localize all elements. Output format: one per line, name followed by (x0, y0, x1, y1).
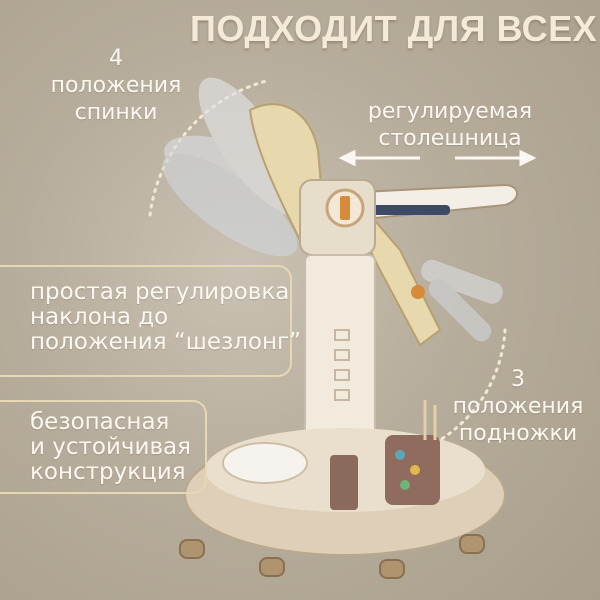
stable-line-1: безопасная (30, 409, 170, 435)
base-panel (330, 455, 358, 510)
stable-frame (0, 400, 207, 494)
table-line-2: столешница (378, 126, 522, 151)
recline-line-1: простая регулировка (30, 279, 290, 305)
footrest-arc (438, 328, 507, 442)
backrest-line-1: 4 (109, 46, 123, 71)
recline-line-2: наклона до (30, 304, 169, 330)
stable-line-2: и устойчивая (30, 434, 191, 460)
column-slots (334, 329, 350, 401)
table-line-1: регулируемая (367, 99, 533, 124)
backrest-line-2: положения (50, 73, 182, 98)
backrest-arc (148, 78, 272, 217)
footrest-line-2: положения (452, 394, 584, 419)
recline-line-3: положения “шезлонг” (30, 329, 302, 355)
seat-knob (411, 285, 425, 299)
wheels (179, 534, 485, 579)
headline: ПОДХОДИТ ДЛЯ ВСЕХ (190, 8, 598, 49)
tray-rim (370, 205, 450, 215)
stable-caption: безопасная и устойчивая конструкция (30, 410, 210, 485)
play-bowl (222, 442, 308, 484)
footrest-caption: 3 положения подножки (448, 366, 588, 447)
recline-frame (0, 265, 292, 377)
recline-caption: простая регулировка наклона до положения… (30, 279, 302, 355)
table-caption: регулируемая столешница (360, 98, 540, 152)
footrest-line-1: 3 (511, 367, 525, 392)
stable-line-3: конструкция (30, 459, 186, 485)
backrest-line-3: спинки (74, 100, 158, 125)
backrest-caption: 4 положения спинки (46, 45, 186, 126)
footrest-line-3: подножки (458, 421, 578, 446)
table-arrow (338, 149, 537, 167)
footrest-ghosts (421, 259, 503, 342)
